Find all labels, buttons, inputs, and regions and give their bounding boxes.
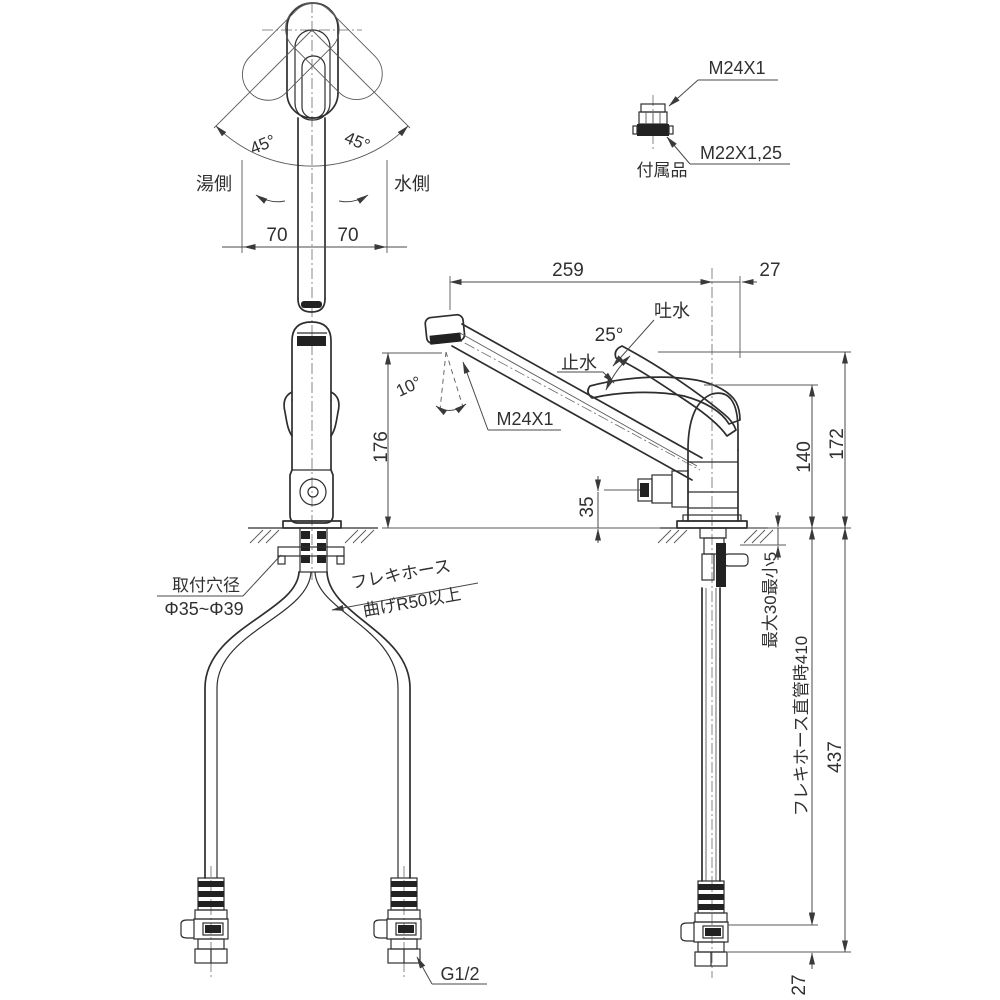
label-hose-straight: フレキホース直管時410 (792, 636, 811, 817)
counter-side (657, 527, 774, 544)
label-mount-hole: 取付穴径 (172, 576, 240, 595)
label-dim-27-top: 27 (759, 260, 780, 281)
side-dimensions (382, 276, 851, 969)
label-hot-side: 湯側 (196, 174, 232, 194)
side-outlet (604, 470, 689, 508)
spout-tube-top (297, 117, 326, 313)
mounting-wing (277, 546, 345, 557)
counter-front (248, 527, 378, 544)
label-angle-10: 10° (393, 373, 424, 401)
label-angle-25: 25° (595, 325, 624, 346)
label-counter-thickness: 最大30最小5 (761, 552, 780, 648)
label-angle-left: 45° (247, 131, 278, 158)
hose-fitting-right (373, 877, 422, 964)
label-discharge: 吐水 (654, 301, 690, 321)
handle-screw (299, 478, 327, 506)
mounting-hardware-front (277, 527, 345, 573)
lever-positions (587, 345, 741, 437)
label-hose-bend: 曲げR50以上 (361, 585, 462, 621)
lever-angle-arc (605, 355, 631, 391)
label-dim-437: 437 (825, 741, 846, 773)
dim-70-70 (222, 160, 407, 253)
side-view-faucet (382, 276, 851, 969)
mount-hole-callout (157, 554, 282, 597)
label-thread-m22: M22X1,25 (700, 143, 782, 163)
label-dim-27-bottom: 27 (789, 974, 810, 995)
flex-hoses-front (204, 571, 411, 879)
label-dim-70-right: 70 (337, 225, 358, 246)
aerator-outlet (429, 332, 462, 345)
label-mount-hole-range: Φ35~Φ39 (164, 599, 243, 619)
label-dim-140: 140 (794, 441, 815, 473)
label-dim-176: 176 (371, 431, 392, 463)
label-dim-70-left: 70 (266, 225, 287, 246)
label-angle-right: 45° (342, 128, 373, 155)
label-shutoff: 止水 (561, 353, 597, 373)
label-flex-hose: フレキホース (349, 556, 452, 592)
label-thread-m24-acc: M24X1 (708, 58, 765, 78)
rotate-right-arrow (338, 194, 369, 204)
flex-hose-side (701, 587, 721, 882)
top-view-handle (213, 2, 411, 313)
mounting-hardware-side (699, 527, 749, 587)
accessory-callouts (666, 79, 790, 165)
label-accessory: 付属品 (637, 161, 688, 180)
rotate-left-arrow (255, 194, 286, 204)
label-dim-259: 259 (552, 260, 584, 281)
accessory-adapter (632, 79, 790, 165)
front-view-faucet (157, 321, 487, 985)
label-dim-35: 35 (577, 496, 598, 517)
hose-fitting-side (680, 880, 729, 967)
swing-angle-fan (213, 29, 411, 204)
label-g12: G1/2 (440, 964, 479, 984)
labels: 45° 45° 湯側 水側 70 70 M24X1 M22X1,25 付属品 2… (164, 58, 848, 996)
handle-swing-phantoms (242, 2, 383, 101)
label-cold-side: 水側 (394, 174, 430, 194)
label-thread-m24-spout: M24X1 (496, 409, 553, 429)
hose-fitting-left (180, 877, 229, 964)
label-dim-172: 172 (827, 428, 848, 460)
hose-bend-callout (331, 582, 479, 611)
side-spout (424, 313, 703, 481)
g12-callout (416, 956, 487, 985)
